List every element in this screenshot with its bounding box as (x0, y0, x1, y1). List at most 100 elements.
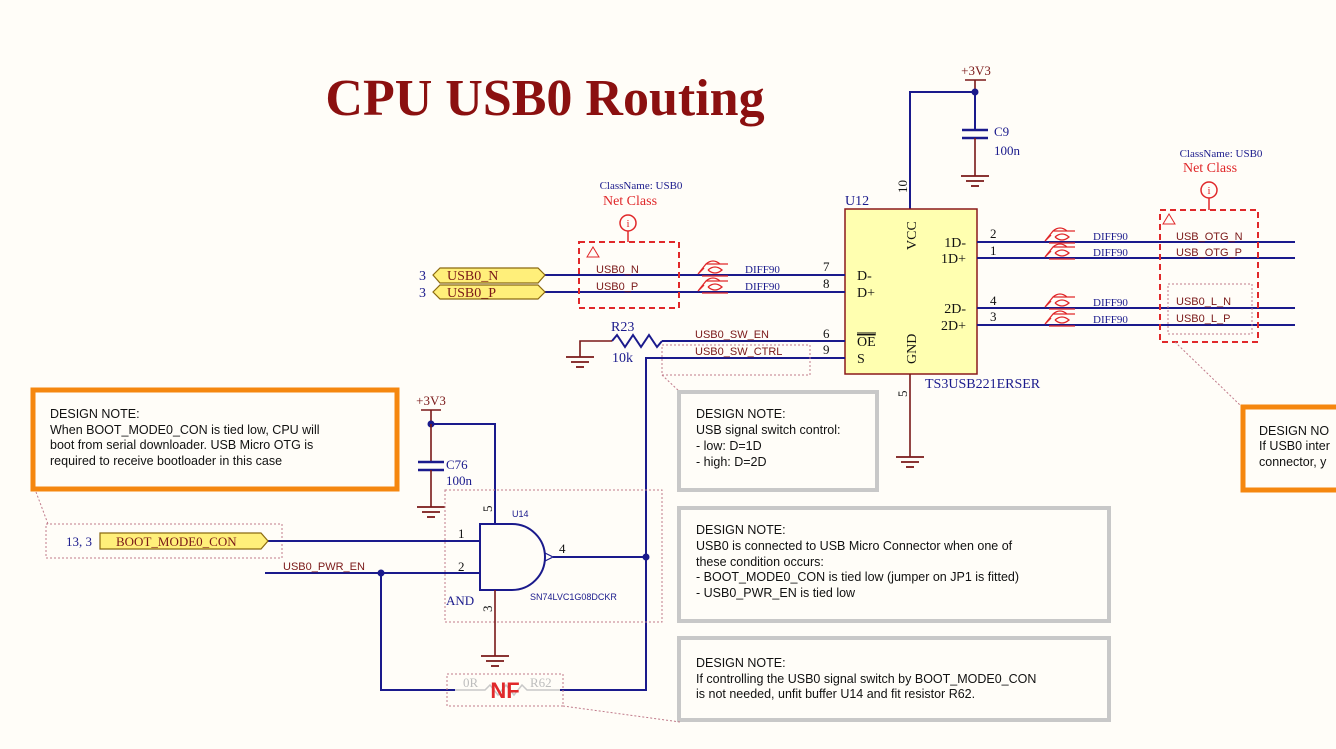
ground-icon (895, 456, 925, 468)
port-usb0-n[interactable]: USB0_N 3 (419, 267, 546, 284)
power-label: +3V3 (416, 393, 446, 408)
diff-rule-label: DIFF90 (745, 281, 780, 293)
note-anchor (661, 344, 811, 376)
port-usb0-p[interactable]: USB0_P 3 (419, 284, 546, 301)
pin-num: 2 (458, 559, 465, 574)
junction (642, 553, 650, 561)
netclass-name: ClassName: USB0 (1180, 148, 1263, 160)
diff-rule-label: DIFF90 (1093, 314, 1128, 326)
svg-text:DESIGN NOTE:When BOOT_MODE0_CO: DESIGN NOTE:When BOOT_MODE0_CON is tied … (50, 407, 320, 468)
design-note-switch: DESIGN NOTE:USB signal switch control:- … (677, 390, 879, 492)
svg-text:i: i (1207, 185, 1210, 197)
net-label: USB0_PWR_EN (283, 561, 365, 573)
pin-num: 4 (990, 293, 997, 308)
pin-num: 7 (823, 259, 830, 274)
u14-ref: U14 (512, 509, 529, 519)
netclass-label: Net Class (603, 194, 657, 209)
resistor-r23[interactable]: R23 10k (611, 320, 663, 366)
pin-num: 5 (895, 391, 910, 398)
u14-group (444, 489, 663, 623)
not-fitted-label: NF (490, 678, 519, 703)
design-note-boot: DESIGN NOTE:When BOOT_MODE0_CON is tied … (30, 387, 400, 492)
wire (579, 340, 612, 357)
pin-2dm: 2D- (944, 302, 966, 317)
pin-num: 4 (559, 541, 566, 556)
svg-text:i: i (626, 218, 629, 230)
diff-pair-icon (1044, 293, 1076, 310)
net-label: USB_OTG_N (1176, 231, 1243, 243)
u12-part: TS3USB221ERSER (925, 377, 1041, 392)
port-label: BOOT_MODE0_CON (116, 534, 237, 549)
net-label: USB0_L_P (1176, 313, 1230, 325)
design-note-connect: DESIGN NOTE:USB0 is connected to USB Mic… (677, 506, 1111, 623)
svg-text:DESIGN NOTE:If controlling the: DESIGN NOTE:If controlling the USB0 sign… (696, 656, 1036, 701)
wire-u14-vcc (431, 423, 496, 524)
pin-vcc: VCC (905, 221, 920, 250)
net-label: USB0_N (596, 264, 639, 276)
power-label: +3V3 (961, 63, 991, 78)
netclass-name: ClassName: USB0 (600, 180, 683, 192)
c9-ref: C9 (994, 124, 1009, 139)
port-label: USB0_P (447, 286, 496, 301)
c9-value: 100n (994, 143, 1021, 158)
warning-triangle-icon (1162, 213, 1176, 225)
diff-pair-icon (1044, 227, 1076, 244)
u14-and-gate[interactable]: U14 AND SN74LVC1G08DCKR 1 2 4 5 3 (446, 506, 617, 613)
diff-rule-label: DIFF90 (1093, 247, 1128, 259)
net-label: USB0_SW_EN (695, 329, 769, 341)
net-class-left[interactable]: ClassName: USB0 Net Class i USB0_N USB0_… (578, 180, 683, 309)
net-label: USB0_SW_CTRL (695, 346, 782, 358)
diff-pair-icon (1044, 243, 1076, 260)
ground-icon (565, 356, 595, 368)
c76-value: 100n (446, 473, 473, 488)
net-label: USB0_L_N (1176, 296, 1231, 308)
pin-dp: D+ (857, 286, 875, 301)
pin-oe: OE (857, 335, 876, 350)
pin-1dm: 1D- (944, 236, 966, 251)
diff-pair-icon (1044, 310, 1076, 327)
pin-num: 6 (823, 326, 830, 341)
ground-icon (480, 655, 510, 667)
port-boot-mode0-con[interactable]: BOOT_MODE0_CON 13, 3 (66, 532, 269, 550)
diff-rule-label: DIFF90 (745, 264, 780, 276)
svg-text:DESIGN NOTE:USB signal switch: DESIGN NOTE:USB signal switch control:- … (696, 407, 841, 469)
r62-value: 0R (463, 675, 479, 690)
port-sheet: 3 (419, 286, 426, 301)
pin-num: 9 (823, 342, 830, 357)
net-label: USB_OTG_P (1176, 247, 1242, 259)
svg-text:DESIGN NOTE:USB0 is connected: DESIGN NOTE:USB0 is connected to USB Mic… (696, 523, 1019, 600)
r62-ref: R62 (530, 675, 552, 690)
diff-rule-label: DIFF90 (1093, 297, 1128, 309)
pin-num: 10 (895, 180, 910, 193)
pin-num: 5 (480, 506, 495, 513)
power-3v3-left: +3V3 (416, 393, 446, 424)
diff-rule-label: DIFF90 (1093, 231, 1128, 243)
u12-switch[interactable]: U12 TS3USB221ERSER 10 VCC GND 5 D- D+ OE… (823, 180, 1041, 397)
u14-type: AND (446, 593, 474, 608)
pin-gnd: GND (905, 334, 920, 364)
port-sheet: 3 (419, 269, 426, 284)
port-sheet: 13, 3 (66, 534, 92, 549)
design-note-control: DESIGN NOTE:If controlling the USB0 sign… (677, 636, 1111, 722)
pin-num: 1 (990, 243, 997, 258)
pin-1dp: 1D+ (941, 252, 966, 267)
page-title: CPU USB0 Routing (325, 70, 764, 127)
pin-num: 1 (458, 526, 465, 541)
pin-2dp: 2D+ (941, 319, 966, 334)
pin-num: 2 (990, 226, 997, 241)
capacitor-c9[interactable]: C9 100n (960, 92, 1021, 187)
pin-num: 3 (990, 309, 997, 324)
capacitor-c76[interactable]: C76 100n (416, 424, 473, 518)
wire-r62 (380, 573, 455, 691)
u12-ref: U12 (845, 194, 869, 209)
net-class-right[interactable]: ClassName: USB0 Net Class i USB_OTG_N US… (1159, 148, 1263, 343)
resistor-r62[interactable]: 0R R62 NF (446, 673, 564, 707)
pin-num: 3 (480, 606, 495, 613)
diff-pair-icon (697, 277, 729, 294)
r23-ref: R23 (611, 320, 634, 335)
warning-triangle-icon (586, 246, 600, 258)
r23-value: 10k (612, 351, 633, 366)
